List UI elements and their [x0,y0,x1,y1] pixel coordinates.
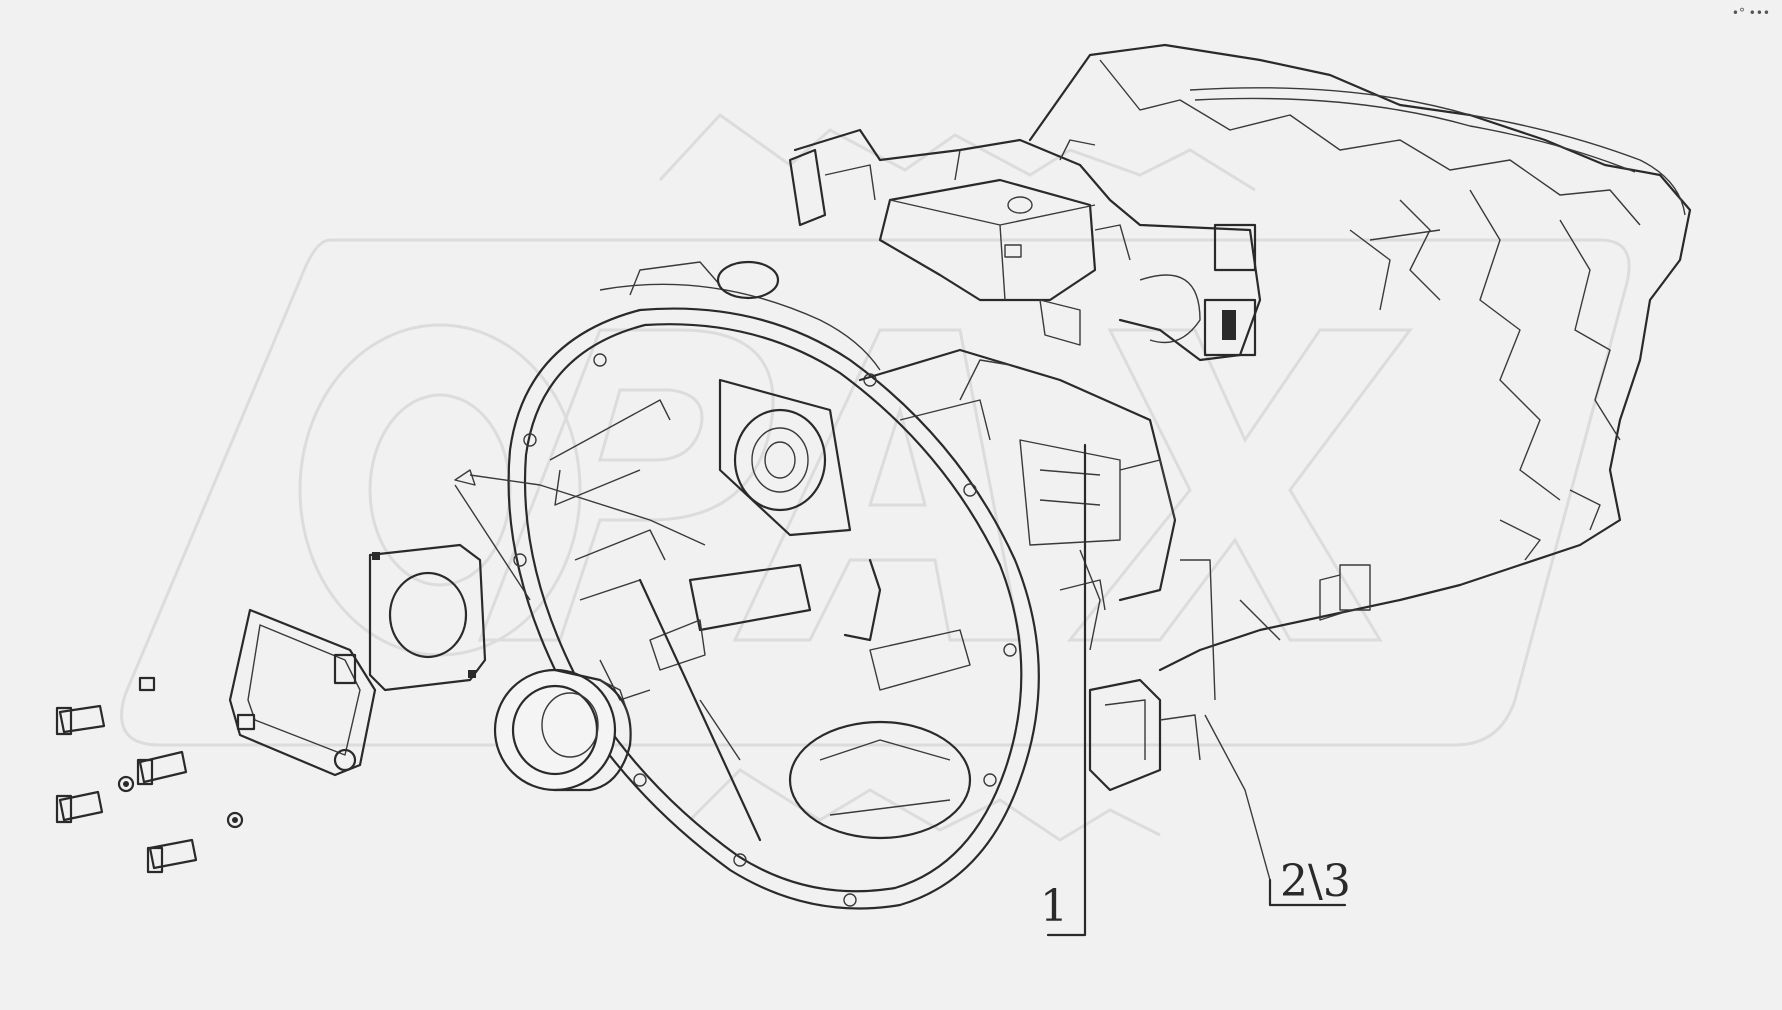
washer-1 [117,775,135,793]
callout-label-1: 1 [1040,881,1068,932]
washer-2 [226,811,244,829]
leader-1 [1046,443,1087,937]
release-rod [469,474,706,546]
bolt-2 [55,790,104,824]
intermediate-housing [858,348,1216,792]
shift-cover [788,128,1262,362]
clutch-housing [507,260,1040,910]
nut-1 [138,676,156,692]
guide-line [454,484,531,601]
leader-2-3 [1204,714,1271,881]
bolt-3 [136,750,188,786]
transmission-housing [1028,43,1692,672]
bolt-1 [55,704,106,736]
bolt-4 [146,838,198,874]
corner-mark: •° ••• [1731,6,1770,20]
callout-label-2-3: 2\3 [1280,856,1351,907]
adapter-flange [228,608,377,777]
callout-leaders [1046,443,1347,937]
exploded-small-parts [55,469,706,874]
release-bearing [493,668,632,792]
leader-2-3-underline [1268,878,1347,907]
gasket-plate [368,543,487,692]
watermark-logo [120,113,1631,842]
